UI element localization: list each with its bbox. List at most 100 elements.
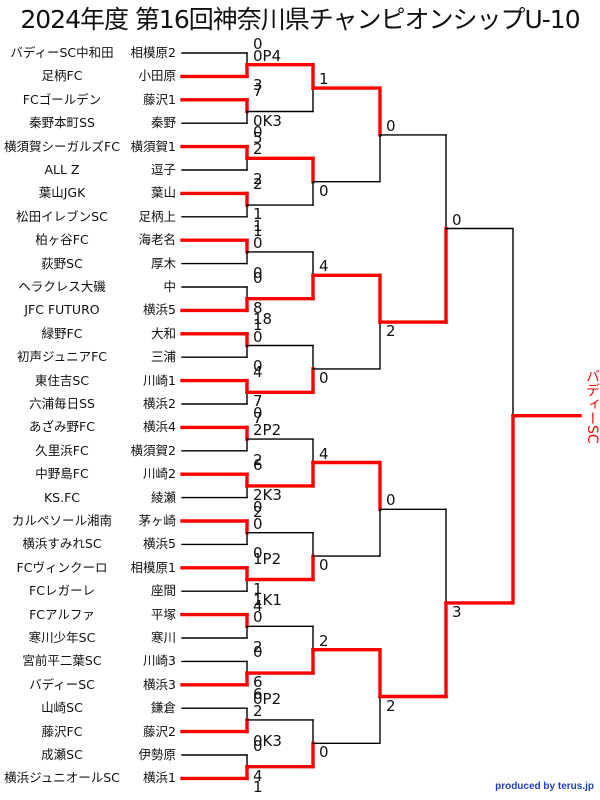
- match-score: 4: [319, 444, 329, 463]
- team-area: 横須賀1: [130, 138, 176, 154]
- team-name: FCゴールデン: [22, 91, 102, 107]
- match-score: 1: [253, 216, 263, 235]
- match-score: 0: [253, 404, 263, 422]
- team-area: 横浜5: [143, 302, 176, 318]
- match-score: 3: [253, 76, 263, 95]
- team-name: 宮前平二葉SC: [22, 653, 102, 669]
- team-area: 秦野: [150, 115, 176, 131]
- team-name: 足柄FC: [41, 68, 83, 84]
- team-name: 中野島FC: [35, 466, 89, 482]
- match-score: 0P2: [253, 690, 282, 709]
- match-score: 2: [319, 631, 329, 650]
- team-name: JFC FUTURO: [24, 302, 100, 318]
- team-name: 藤沢FC: [41, 723, 83, 739]
- match-score: 0: [253, 497, 263, 516]
- team-area: 綾瀬: [150, 489, 176, 505]
- match-score: 0: [319, 181, 329, 200]
- match-score: 7: [253, 81, 263, 100]
- match-score: 5: [253, 128, 263, 147]
- team-area: 伊勢原: [138, 747, 176, 762]
- match-score: 0: [319, 368, 329, 387]
- team-name: 久里浜FC: [35, 442, 89, 458]
- match-score: 0: [253, 233, 263, 252]
- team-area: 海老名: [138, 232, 176, 248]
- team-area: 厚木: [150, 255, 176, 271]
- match-score: 2K3: [253, 485, 282, 504]
- champion-label: バディーSC: [584, 369, 600, 444]
- team-area: 茅ヶ崎: [138, 513, 176, 528]
- match-score: 4: [253, 596, 263, 615]
- match-score: 1: [253, 205, 263, 224]
- match-score: 2: [253, 140, 263, 159]
- team-name: FCアルファ: [29, 606, 95, 622]
- match-score: 1: [253, 579, 263, 598]
- team-name: カルペソール湘南: [11, 513, 112, 528]
- team-area: 大和: [150, 325, 176, 341]
- match-score: 0K3: [253, 111, 282, 130]
- match-score: 6: [253, 456, 263, 475]
- team-name: 松田イレブンSC: [16, 208, 108, 224]
- match-score: 2: [386, 322, 396, 341]
- match-score: 2: [253, 170, 263, 188]
- match-score: 1: [253, 778, 263, 797]
- team-area: 足柄上: [138, 208, 176, 224]
- team-area: 鎌倉: [150, 700, 176, 716]
- team-area: 平塚: [150, 606, 176, 622]
- match-score: 0: [253, 544, 263, 563]
- team-name: あざみ野FC: [29, 419, 95, 435]
- match-score: 2P2: [253, 421, 282, 440]
- match-score: 1P2: [253, 549, 282, 568]
- team-area: 川崎1: [143, 372, 176, 388]
- match-score: 4: [319, 257, 329, 276]
- match-score: 0: [253, 643, 263, 662]
- team-name: バディーSC中和田: [10, 45, 114, 60]
- team-name: 横須賀シーガルズFC: [4, 138, 120, 154]
- match-score: 0K3: [253, 731, 282, 750]
- match-score: 2: [386, 696, 396, 715]
- match-score: 3: [452, 602, 462, 621]
- team-name: FCレガーレ: [29, 583, 95, 599]
- match-score: 1: [253, 222, 263, 241]
- team-name: 横浜ジュニオールSC: [4, 770, 120, 786]
- team-name: 東住吉SC: [34, 372, 90, 388]
- match-score: 0: [253, 263, 263, 282]
- match-score: 2: [253, 175, 263, 194]
- team-area: 中: [163, 279, 176, 294]
- team-area: 葉山: [150, 185, 176, 201]
- match-score: 8: [253, 298, 263, 317]
- team-area: 横浜2: [143, 396, 176, 411]
- match-score: 0: [386, 116, 396, 135]
- team-name: 寒川少年SC: [28, 630, 96, 645]
- match-score: 0: [319, 556, 329, 575]
- team-name: 六浦毎日SS: [29, 396, 95, 411]
- team-area: 横須賀2: [130, 442, 176, 458]
- team-area: 寒川: [150, 630, 176, 645]
- match-score: 0: [253, 327, 263, 346]
- team-area: 三浦: [150, 349, 176, 365]
- match-score: 0: [253, 514, 263, 533]
- match-score: 0: [319, 743, 329, 762]
- match-score: 2: [253, 701, 263, 720]
- match-score: 0: [253, 357, 263, 376]
- match-score: 6: [253, 673, 263, 692]
- match-score: 7: [253, 392, 263, 411]
- team-area: 横浜1: [143, 770, 176, 786]
- team-name: 柏ヶ谷FC: [35, 232, 89, 248]
- team-name: 秦野本町SS: [29, 115, 95, 131]
- match-score: 0: [253, 737, 263, 755]
- team-name: 荻野SC: [41, 255, 83, 271]
- match-score: 1K1: [253, 591, 282, 610]
- team-area: 座間: [150, 583, 176, 599]
- match-score: 0: [253, 123, 263, 142]
- match-score: 0: [253, 269, 263, 287]
- team-area: 藤沢2: [143, 723, 176, 739]
- match-score: 0: [253, 35, 263, 53]
- match-score: 2: [253, 638, 263, 656]
- team-name: 成瀬SC: [41, 747, 83, 762]
- credit-text: produced by terus.jp: [495, 781, 594, 792]
- team-name: バディーSC: [29, 676, 95, 692]
- match-score: 2: [253, 503, 263, 521]
- team-name: FCヴィンクーロ: [16, 559, 108, 575]
- team-name: 葉山JGK: [38, 185, 86, 201]
- match-score: 4: [253, 362, 263, 381]
